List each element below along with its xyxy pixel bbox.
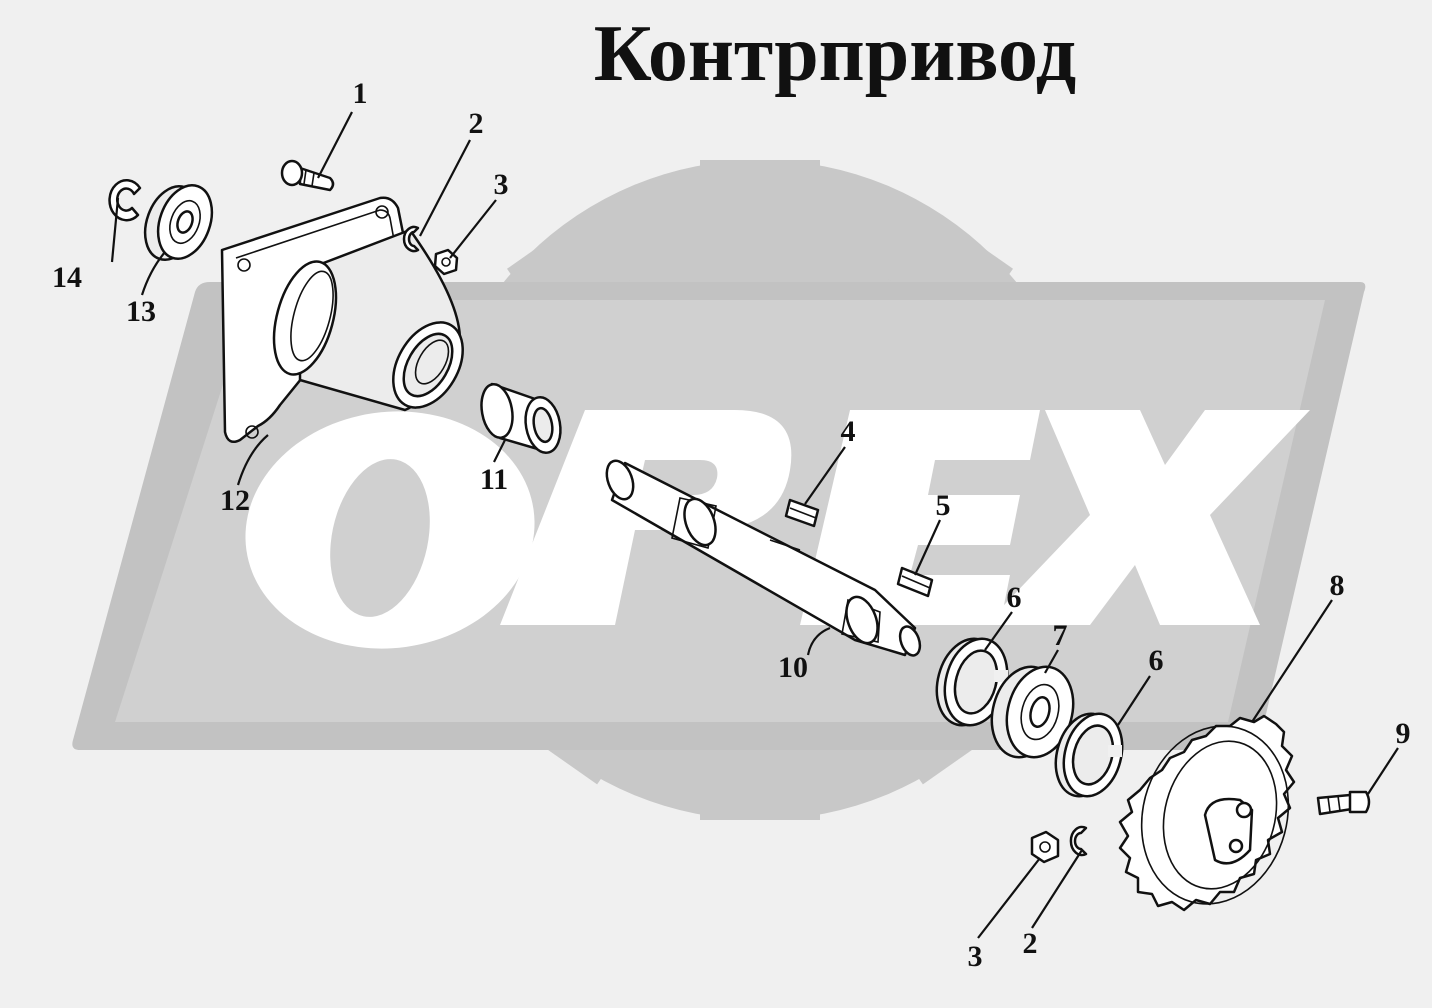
- page-title: Контрпривод: [594, 10, 1076, 98]
- callout-11: 11: [480, 463, 508, 496]
- nut-part-3-bottom: [1030, 830, 1060, 864]
- sprocket-part-8: [1118, 714, 1296, 912]
- callout-5: 5: [936, 489, 951, 522]
- housing-flange-part-12: [220, 196, 464, 443]
- leader-lines: [110, 111, 1399, 939]
- callout-6-right: 6: [1149, 644, 1164, 677]
- key-part-4: [784, 498, 820, 528]
- callout-3-top: 3: [494, 168, 509, 201]
- shaft-part-10: [605, 459, 922, 657]
- key-part-5: [896, 566, 934, 598]
- callout-6-left: 6: [1007, 581, 1022, 614]
- callout-10: 10: [778, 651, 808, 684]
- bushing-part-11: [480, 382, 562, 454]
- callout-12: 12: [220, 484, 250, 517]
- callout-4: 4: [841, 415, 856, 448]
- callout-3-bottom: 3: [968, 940, 983, 973]
- bolt-part-1: [280, 159, 335, 192]
- callout-2-top: 2: [469, 107, 484, 140]
- snap-ring-part-6-left: [935, 637, 1009, 727]
- callout-1: 1: [353, 77, 368, 110]
- callout-14: 14: [52, 261, 82, 294]
- callout-9: 9: [1396, 717, 1411, 750]
- callout-8: 8: [1330, 569, 1345, 602]
- snap-ring-part-6-right: [1054, 712, 1124, 798]
- bearing-part-13: [143, 184, 214, 261]
- bearing-part-7: [990, 665, 1075, 759]
- callout-13: 13: [126, 295, 156, 328]
- bolt-part-9: [1316, 790, 1371, 816]
- callout-labels: 1 2 3 4 5 6 6 7 8 9 10 11 12 13 14 3 2: [52, 77, 1411, 973]
- lock-washer-part-2-top: [402, 225, 420, 253]
- callout-2-bottom: 2: [1023, 927, 1038, 960]
- snap-ring-part-14: [108, 178, 142, 222]
- callout-7: 7: [1053, 619, 1068, 652]
- lock-washer-part-2-bottom: [1069, 825, 1088, 857]
